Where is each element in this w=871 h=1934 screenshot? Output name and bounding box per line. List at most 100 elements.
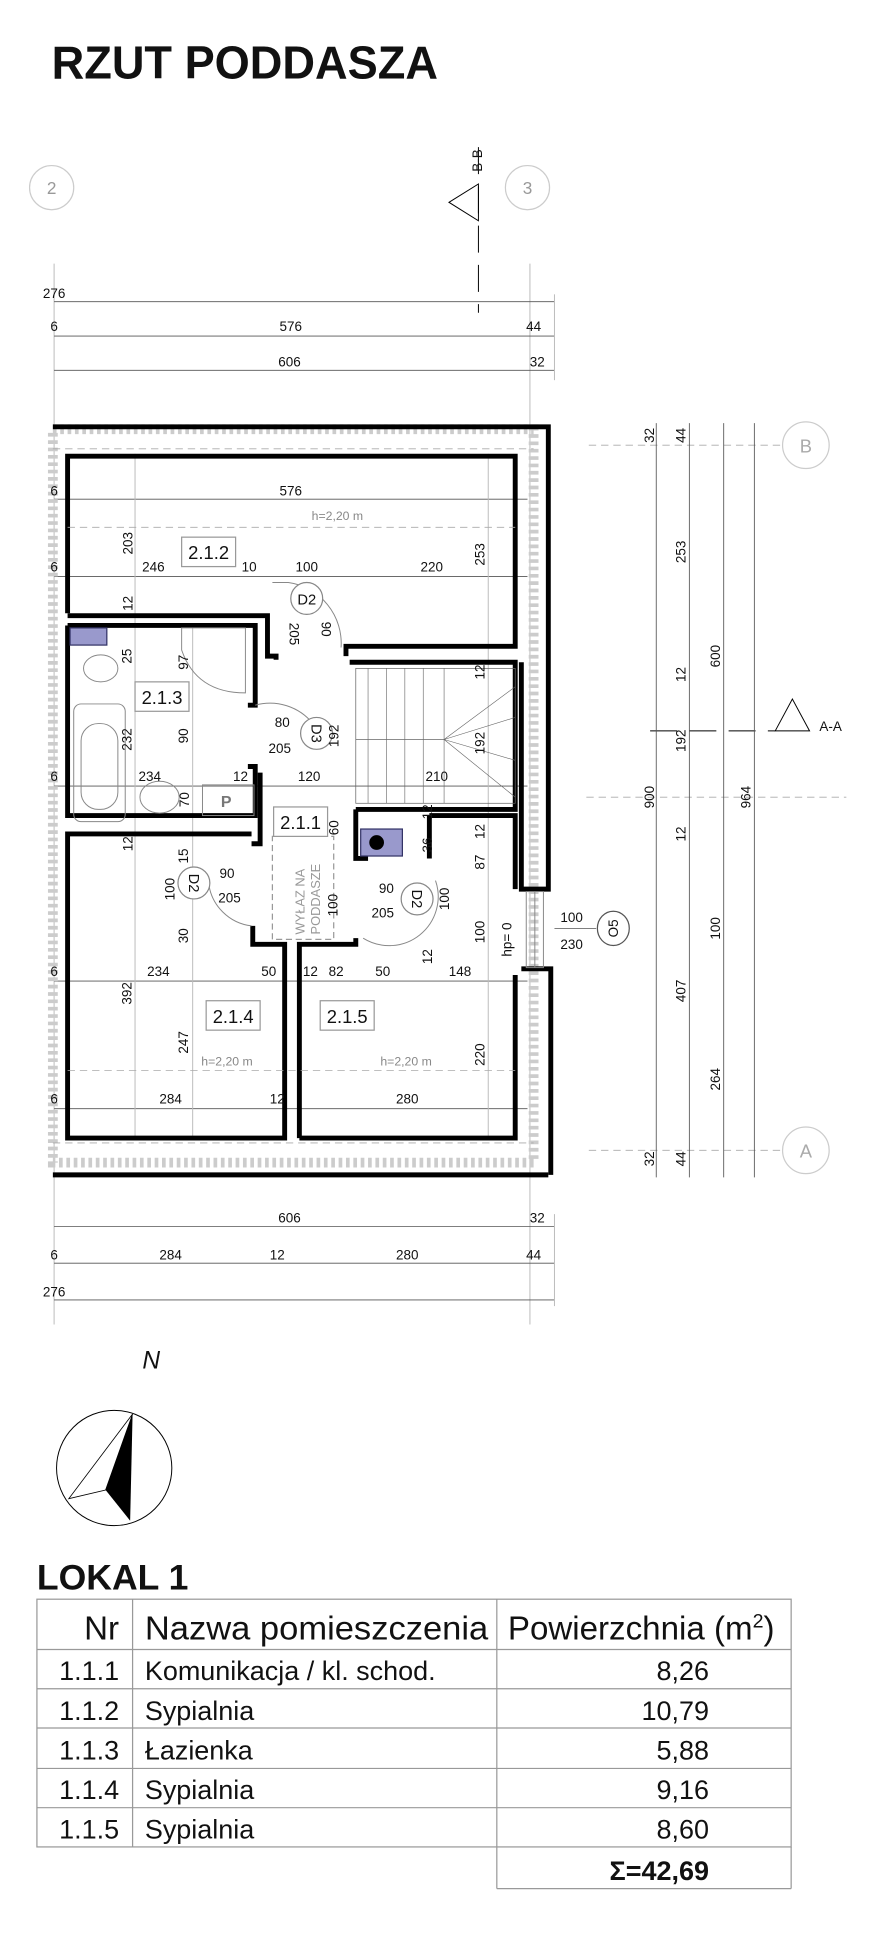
svg-text:D2: D2 [408,890,424,909]
dimension-label: 232 [119,728,134,751]
dimension-label: 6 [50,1092,58,1107]
door-tag-d3: D3 [299,716,334,750]
room-height-2-1-5: h=2,20 m [380,1055,431,1069]
dimension-label: 220 [421,559,444,574]
dimension-label: 576 [280,483,303,498]
dimension-label: 234 [147,964,170,979]
dimension-label: 44 [526,1247,541,1262]
dimension-label: 203 [121,532,136,554]
dimension-label: 50 [261,964,276,979]
row-area: 9,16 [656,1775,709,1805]
dimension-label: 90 [176,728,191,743]
total-area: Σ=42,69 [610,1856,709,1886]
header-nr: Nr [84,1611,119,1648]
dimension-label: 192 [327,725,342,748]
window-tag: O5 [596,910,630,947]
north-arrow-icon [56,1409,173,1527]
dimension-label: 44 [674,427,689,442]
dimension-label: 25 [119,649,134,664]
dimension-label: 60 [327,820,342,835]
svg-text:A-A: A-A [819,719,841,734]
dimension-label: 87 [473,855,488,870]
dimension-label: 120 [298,769,320,784]
dimension-label: 12 [473,824,488,839]
dimension-label: 12 [233,769,248,784]
staircase [355,668,516,804]
row-nr: 1.1.3 [59,1735,119,1765]
row-name: Komunikacja / kl. schod. [145,1656,436,1686]
dimension-label: 44 [526,319,541,334]
dimension-label: 284 [159,1247,182,1262]
dimension-label: 6 [50,964,58,979]
grid-axis-3: 3 [504,164,551,1325]
dimension-label: 576 [280,319,303,334]
dimension-label: 247 [176,1031,191,1054]
svg-text:2.1.3: 2.1.3 [142,687,183,708]
row-nr: 1.1.4 [59,1775,119,1805]
dimension-label: 12 [121,596,136,611]
dimension-label: 100 [437,888,452,911]
grid-axis-B: B [588,421,830,470]
dimension-label: 12 [420,804,435,819]
room-height-2-1-2: h=2,20 m [312,509,363,523]
dimension-label: 284 [159,1092,182,1107]
dimension-label: 6 [50,1247,58,1262]
dimension-label: 12 [270,1092,285,1107]
attic-hatch: WYŁAZ NAPODDASZE [271,835,335,941]
row-area: 10,79 [641,1696,709,1726]
header-name: Nazwa pomieszczenia [145,1611,489,1648]
dimension-label: 50 [375,964,390,979]
svg-text:B: B [800,436,812,457]
bathroom-fixtures: P [69,627,255,823]
window-o5 [525,891,544,969]
dimension-label: 100 [295,559,317,574]
header-area: Powierzchnia (m2) [508,1610,775,1647]
attic-hatch-label: WYŁAZ NAPODDASZE [292,863,323,934]
dimension-label: 100 [162,878,177,901]
room-2-1-1: 2.1.1 [273,806,329,838]
window-sill-height: hp= 0 [500,922,515,956]
attic-hatch-label-line: WYŁAZ NA [292,868,307,934]
dimension-label: 6 [50,319,58,334]
row-nr: 1.1.5 [59,1815,119,1845]
dimension-label: 12 [121,836,136,851]
dimension-label: 10 [242,559,257,574]
dimension-label: 12 [674,667,689,682]
dimension-label: 280 [396,1247,419,1262]
dimension-label: 900 [642,786,657,809]
pantry-label: P [221,794,232,811]
dimension-label: 276 [43,286,66,301]
dimension-label: 32 [530,355,545,370]
room-2-1-5: 2.1.5 [319,1000,375,1031]
dimension-label: 205 [287,623,302,646]
dimension-label: 246 [142,559,164,574]
svg-text:2.1.5: 2.1.5 [327,1006,368,1027]
dimension-label: 97 [176,655,191,670]
dimension-label: 6 [50,769,58,784]
svg-text:D3: D3 [308,724,324,743]
svg-text:2.1.1: 2.1.1 [280,812,321,833]
dimension-label: 606 [278,355,301,370]
dimension-label: 964 [739,785,754,808]
row-nr: 1.1.1 [59,1656,119,1686]
window-width: 100 [560,910,583,925]
dimension-label: 90 [379,881,394,896]
dimension-lines [54,294,755,1307]
dimension-label: 90 [220,866,235,881]
room-2-1-3: 2.1.3 [134,681,190,712]
svg-text:D2: D2 [297,593,316,609]
dimension-label: 210 [425,769,448,784]
room-height-2-1-4: h=2,20 m [201,1055,252,1069]
dimension-label: 264 [708,1067,723,1090]
table-title: LOKAL 1 [37,1557,188,1597]
svg-text:O5: O5 [606,919,621,937]
dimension-label: 192 [473,732,488,755]
grid-axis-A: A [588,1126,830,1175]
svg-text:2.1.2: 2.1.2 [188,542,229,563]
dimension-label: 6 [50,483,58,498]
svg-text:D2: D2 [185,874,201,893]
dimension-label: 606 [278,1211,301,1226]
section-marker-b-b: B-B [448,147,485,313]
dimension-label: 12 [303,964,318,979]
